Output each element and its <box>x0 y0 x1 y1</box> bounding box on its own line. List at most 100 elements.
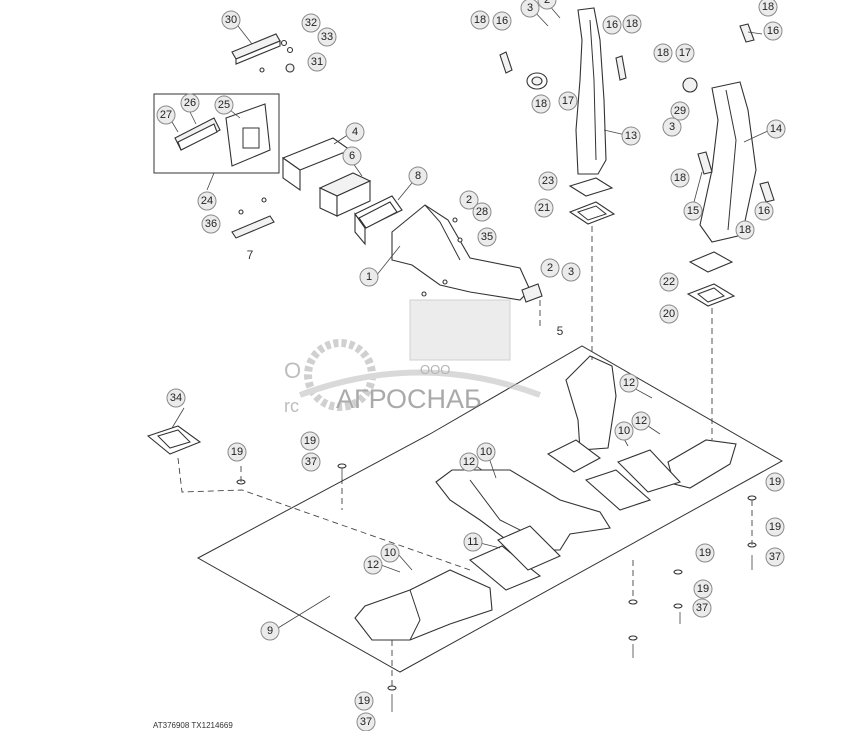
cover-25 <box>225 103 271 167</box>
seal-21 <box>568 201 616 225</box>
callout-number: 6 <box>349 150 355 162</box>
callout-c13: 13 <box>621 126 641 146</box>
callout-c6: 6 <box>342 146 362 166</box>
callout-c18g: 18 <box>735 220 755 240</box>
callout-c18a: 18 <box>470 10 490 30</box>
callout-number: 11 <box>467 536 478 548</box>
screw-32 <box>280 39 288 47</box>
callout-number: 17 <box>562 95 574 107</box>
seal-23 <box>568 177 614 197</box>
callout-number: 37 <box>360 716 372 728</box>
seal-22 <box>688 251 734 273</box>
callout-circle <box>359 267 379 287</box>
callout-number: 19 <box>231 446 243 458</box>
callout-circle <box>765 517 785 537</box>
callout-circle <box>558 91 578 111</box>
callout-number: 22 <box>663 276 675 288</box>
callout-number: 28 <box>476 206 488 218</box>
callout-circle <box>307 52 327 72</box>
callout-c34: 34 <box>166 388 186 408</box>
callout-c12c: 12 <box>459 452 479 472</box>
bracket-30-side <box>235 40 281 65</box>
duct-9 <box>354 569 493 641</box>
callout-number: 18 <box>674 172 686 184</box>
callout-c37c: 37 <box>692 598 712 618</box>
callout-c19e: 19 <box>695 543 715 563</box>
callout-number: 3 <box>527 2 533 14</box>
callout-number: 21 <box>538 202 550 214</box>
callout-c12b: 12 <box>631 411 651 431</box>
clip-16b <box>615 55 627 81</box>
callout-circle <box>538 171 558 191</box>
callout-c8: 8 <box>408 166 428 186</box>
callout-number: 8 <box>415 170 421 182</box>
label-5: 5 <box>557 324 564 338</box>
callout-circle <box>408 166 428 186</box>
callout-circle <box>221 10 241 30</box>
callout-circle <box>765 547 785 567</box>
seal-20 <box>686 283 736 307</box>
callout-number: 10 <box>384 547 396 559</box>
callout-c16c: 16 <box>763 21 783 41</box>
callout-number: 33 <box>321 31 333 43</box>
document-code: AT376908 TX1214669 <box>153 721 233 730</box>
callout-number: 10 <box>618 425 630 437</box>
filter-6-front <box>336 180 371 217</box>
callout-number: 3 <box>669 121 675 133</box>
callout-c19c: 19 <box>765 472 785 492</box>
callout-circle <box>537 0 557 10</box>
callout-circle <box>180 93 200 113</box>
callout-circle <box>675 43 695 63</box>
callout-c2c: 2 <box>537 0 557 10</box>
callout-circle <box>621 126 641 146</box>
callout-c2a: 2 <box>459 190 479 210</box>
callout-number: 32 <box>305 17 317 29</box>
callout-c3a: 3 <box>561 262 581 282</box>
callout-number: 18 <box>474 14 486 26</box>
callout-circle <box>531 94 551 114</box>
callout-circle <box>766 119 786 139</box>
callout-number: 12 <box>635 415 647 427</box>
watermark-company: АГРОСНАБ <box>336 384 482 414</box>
callout-c17a: 17 <box>558 91 578 111</box>
screw-1b <box>442 279 448 285</box>
callout-number: 16 <box>606 19 618 31</box>
callout-circle <box>763 21 783 41</box>
callout-number: 19 <box>358 695 370 707</box>
callout-c29: 29 <box>670 101 690 121</box>
callout-number: 20 <box>663 308 675 320</box>
callout-c37d: 37 <box>356 712 376 731</box>
callout-circle <box>477 227 497 247</box>
gasket-floor-4 <box>468 545 542 591</box>
callout-number: 19 <box>699 547 711 559</box>
callout-number: 37 <box>696 602 708 614</box>
callout-number: 3 <box>568 266 574 278</box>
callout-number: 1 <box>366 271 372 283</box>
callout-c18b: 18 <box>622 14 642 34</box>
callout-circle <box>670 168 690 188</box>
clip-16d <box>759 181 775 203</box>
filter-26-mesh <box>177 123 218 151</box>
callout-circle <box>300 431 320 451</box>
callout-number: 19 <box>769 476 781 488</box>
callout-c21: 21 <box>534 198 554 218</box>
callout-circle <box>317 27 337 47</box>
callout-circle <box>260 621 280 641</box>
callout-number: 9 <box>267 625 273 637</box>
callout-circle <box>765 472 785 492</box>
callout-circle <box>301 13 321 33</box>
label-7: 7 <box>247 248 254 262</box>
callout-circle <box>540 258 560 278</box>
callout-circle <box>156 105 176 125</box>
callout-circle <box>662 117 682 137</box>
callout-circle <box>459 190 479 210</box>
callout-c19b: 19 <box>300 431 320 451</box>
callout-circle <box>735 220 755 240</box>
callout-c31: 31 <box>307 52 327 72</box>
callout-circle <box>695 543 715 563</box>
watermark-fragment-1: O <box>284 358 301 383</box>
callout-circle <box>470 10 490 30</box>
callout-circle <box>619 373 639 393</box>
frame-8-side <box>354 212 366 246</box>
